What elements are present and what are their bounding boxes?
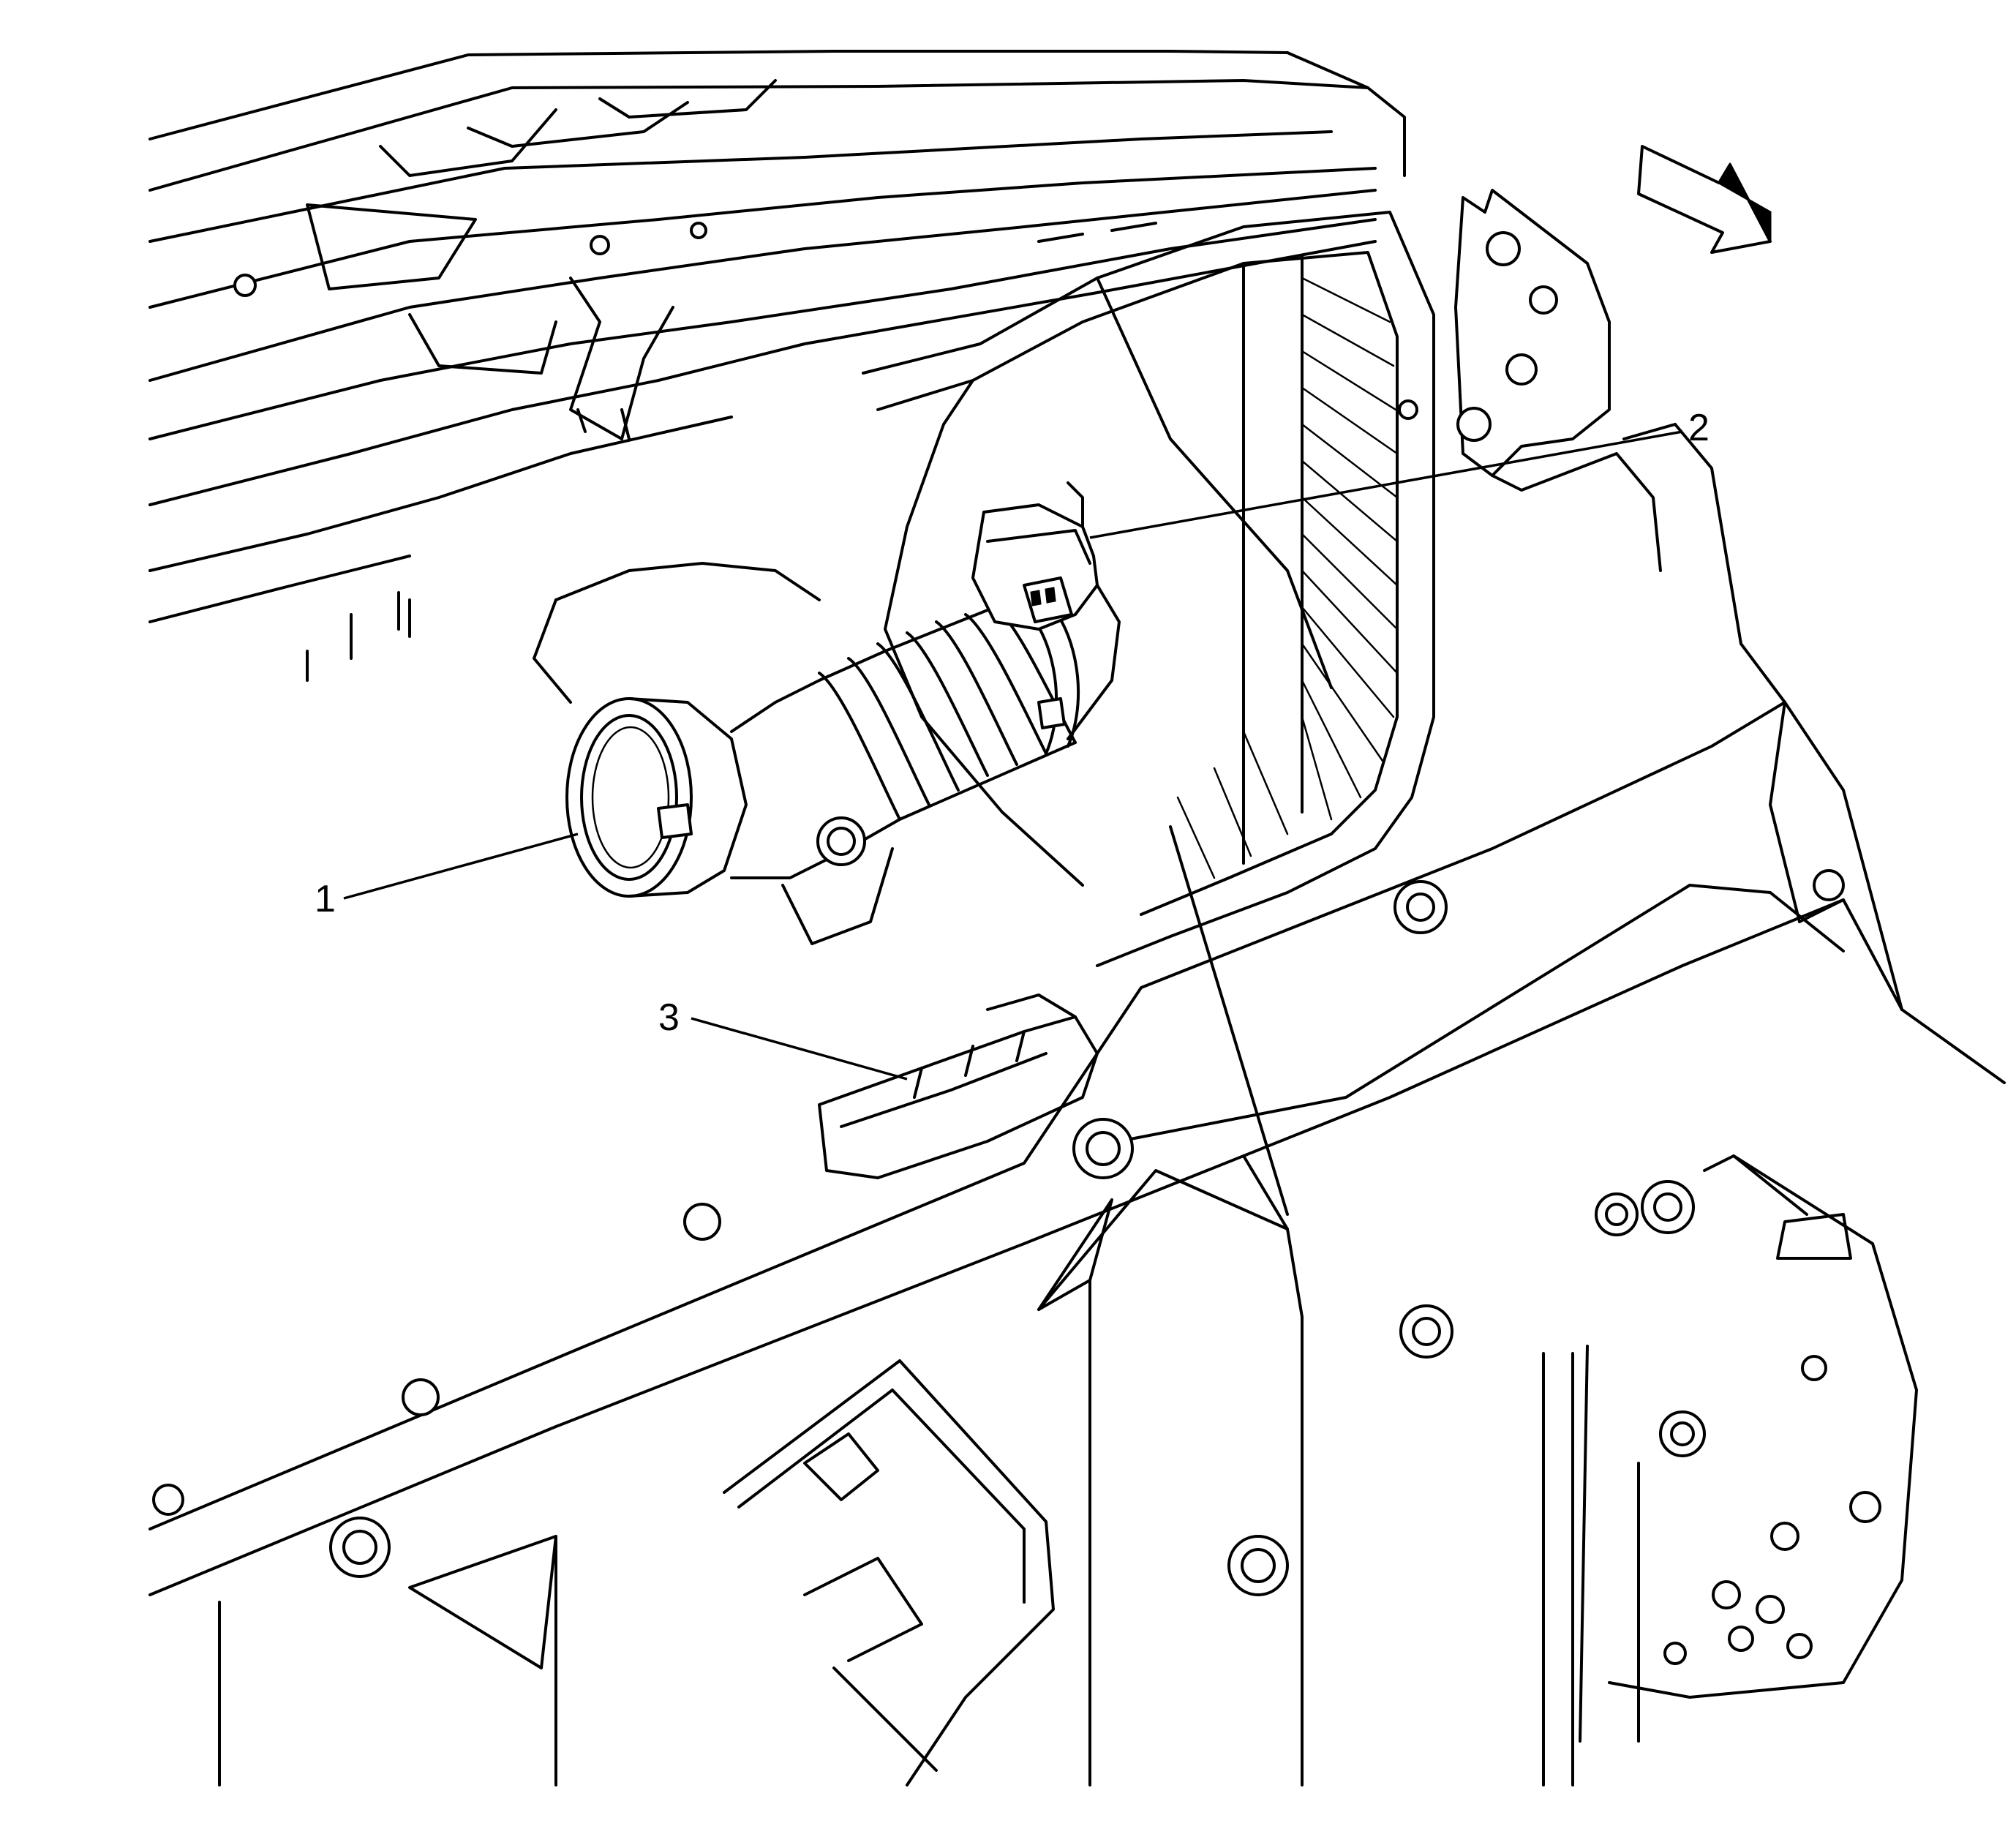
radiator-support <box>148 423 2006 1786</box>
callout-label-3: 3 <box>658 996 680 1039</box>
mass-air-flow-sensor <box>971 481 1121 740</box>
callout-label-2: 2 <box>1688 407 1710 449</box>
forward-direction-arrow-icon <box>1637 145 1772 254</box>
callout-labels: 1 2 3 <box>315 407 1710 1039</box>
callout-label-1: 1 <box>315 878 336 920</box>
upper-body-panels <box>148 50 1406 682</box>
air-cleaner-housing <box>862 189 1662 967</box>
control-module <box>818 993 1099 1179</box>
intake-air-duct <box>533 562 1080 945</box>
callout-leaders <box>343 430 1683 1081</box>
